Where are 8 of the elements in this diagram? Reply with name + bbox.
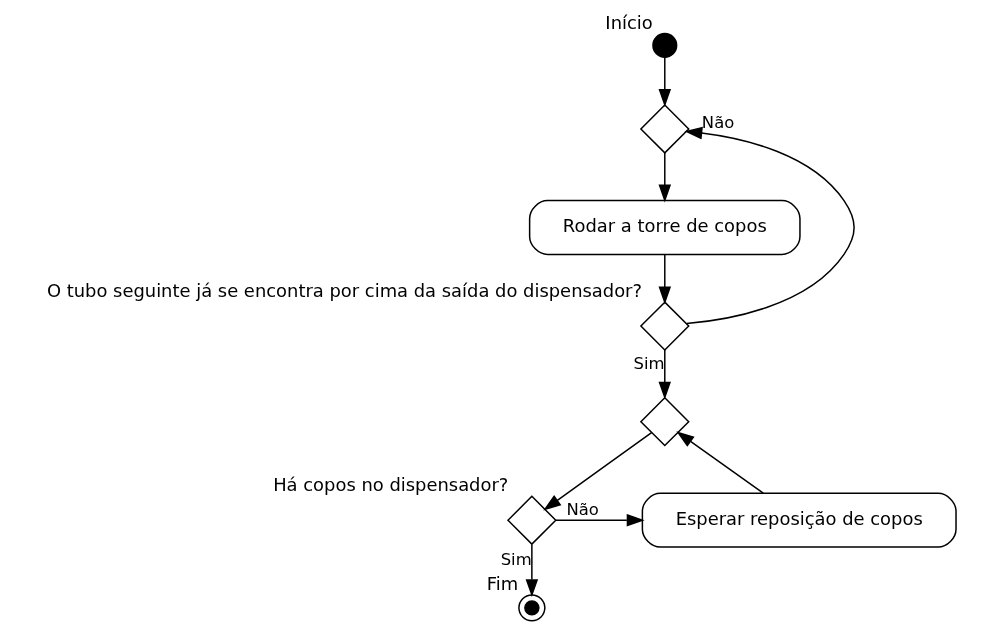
node-label: O tubo seguinte já se encontra por cima da saída do dispensador? xyxy=(46,280,642,302)
edge-label: Sim xyxy=(500,549,532,569)
node-label: Início xyxy=(604,11,653,33)
node-label: Fim xyxy=(486,572,518,594)
node-label: Há copos no dispensador? xyxy=(272,474,508,496)
edge-label: Não xyxy=(566,500,599,520)
edge-label: Não xyxy=(701,113,734,133)
edge-label: Sim xyxy=(633,353,665,373)
